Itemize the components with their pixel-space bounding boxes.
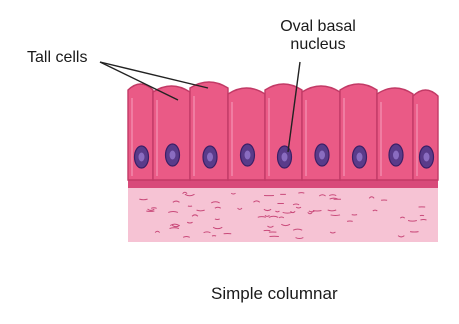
connective-fiber bbox=[331, 215, 340, 216]
nucleolus bbox=[245, 151, 251, 160]
nucleolus bbox=[207, 153, 213, 162]
tall-cells-pointer-2 bbox=[100, 62, 208, 88]
nucleolus bbox=[170, 151, 176, 160]
nucleolus bbox=[282, 153, 288, 162]
oval-basal-label-line2: nucleus bbox=[263, 36, 373, 54]
nucleolus bbox=[424, 153, 430, 162]
oval-basal-label-line1: Oval basal bbox=[263, 18, 373, 36]
nucleolus bbox=[139, 153, 145, 162]
oval-basal-nucleus-label: Oval basal nucleus bbox=[263, 18, 373, 54]
figure-caption: Simple columnar bbox=[211, 285, 338, 303]
nucleolus bbox=[319, 151, 325, 160]
tall-cells-label: Tall cells bbox=[27, 49, 87, 67]
nucleolus bbox=[393, 151, 399, 160]
nucleolus bbox=[357, 153, 363, 162]
